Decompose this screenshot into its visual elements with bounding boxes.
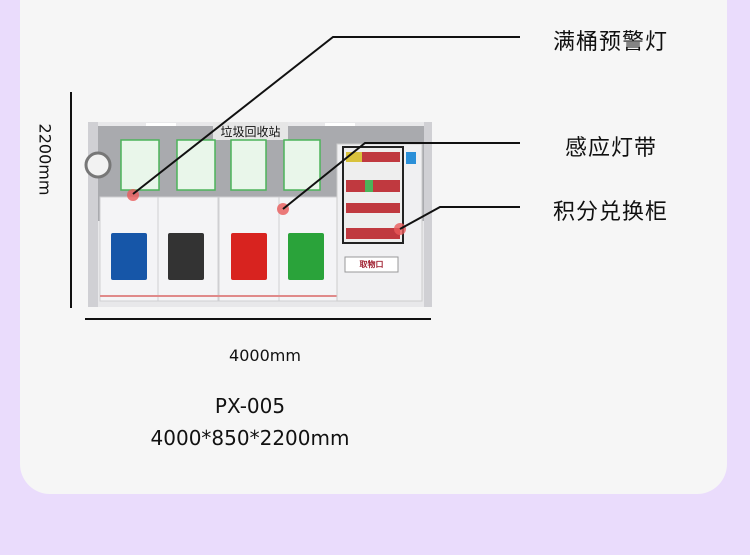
recycling-station-image <box>84 122 432 307</box>
callout-lines <box>132 36 520 230</box>
model-number: PX-005 <box>214 394 286 418</box>
width-dimension-label: 4000mm <box>229 346 301 365</box>
callout-full-alert-light: 满桶预警灯 <box>553 30 669 55</box>
height-dimension-label: 2200mm <box>35 123 55 196</box>
station-sign: 垃圾回收站 <box>220 125 281 139</box>
callout-points-exchange-cabinet: 积分兑换柜 <box>553 200 669 225</box>
callout-sensor-light-strip: 感应灯带 <box>565 136 658 161</box>
product-dimensions: 4000*850*2200mm <box>150 426 350 450</box>
pickup-label: 取物口 <box>359 260 384 269</box>
